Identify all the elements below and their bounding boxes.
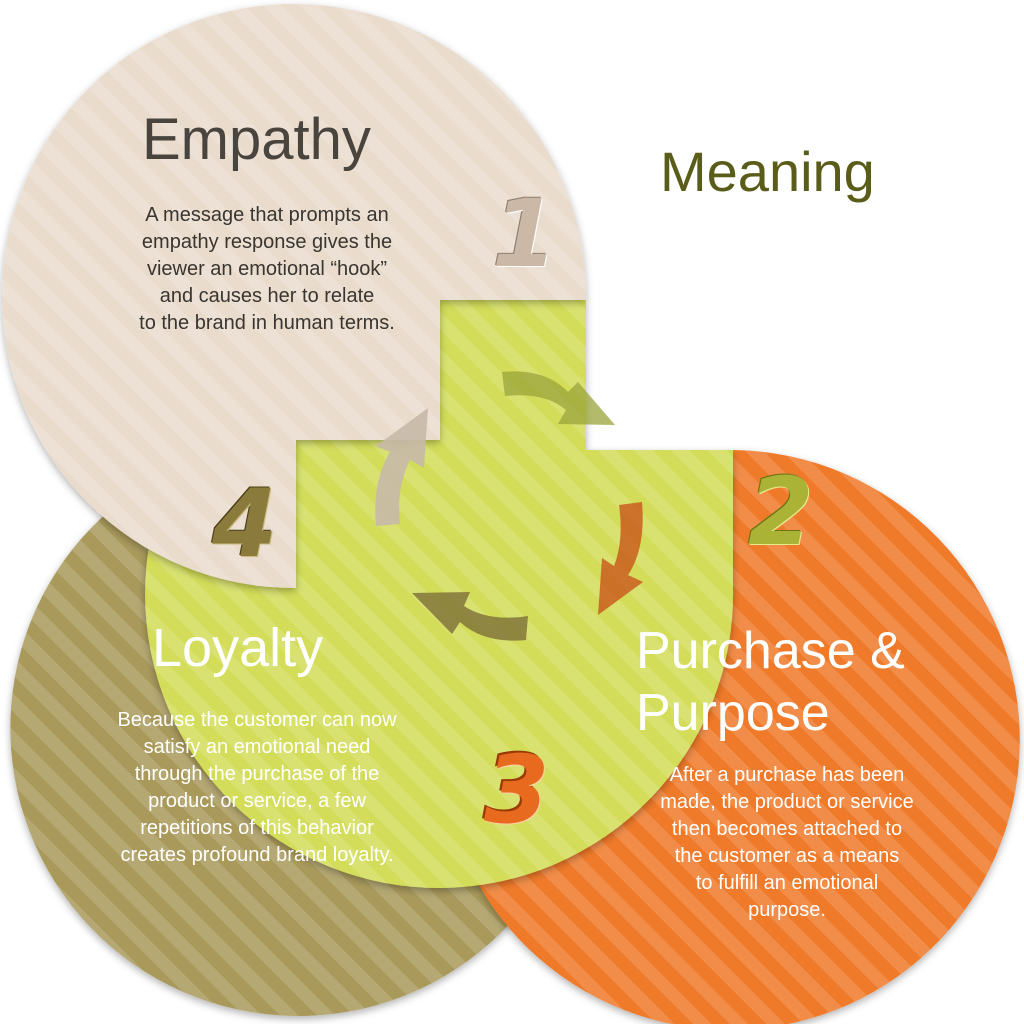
purchase-segment [439,450,1020,1029]
empathy-title: Empathy [142,107,371,172]
arrow-loyalty-to-empathy [375,408,428,526]
step-number-1: 1 [492,180,558,289]
step-number-2: 2 [748,458,814,567]
meaning-title: Meaning [660,140,875,203]
arrow-purchase-to-loyalty [412,592,528,641]
empathy-segment [2,4,587,589]
arrow-meaning-to-purchase [598,502,643,615]
meaning-description: After creating an emotional connection w… [641,235,905,365]
step-number-3: 3 [484,736,550,845]
step-number-4: 4 [212,470,278,579]
arrow-empathy-to-meaning [502,371,615,425]
loyalty-title: Loyalty [152,618,324,678]
loyalty-description: Because the customer can now satisfy an … [117,709,397,866]
purchase-purpose-description: After a purchase has been made, the prod… [660,764,914,921]
purchase-purpose-title: Purchase & Purpose [636,622,905,742]
empathy-description: A message that prompts an empathy respon… [139,204,395,334]
